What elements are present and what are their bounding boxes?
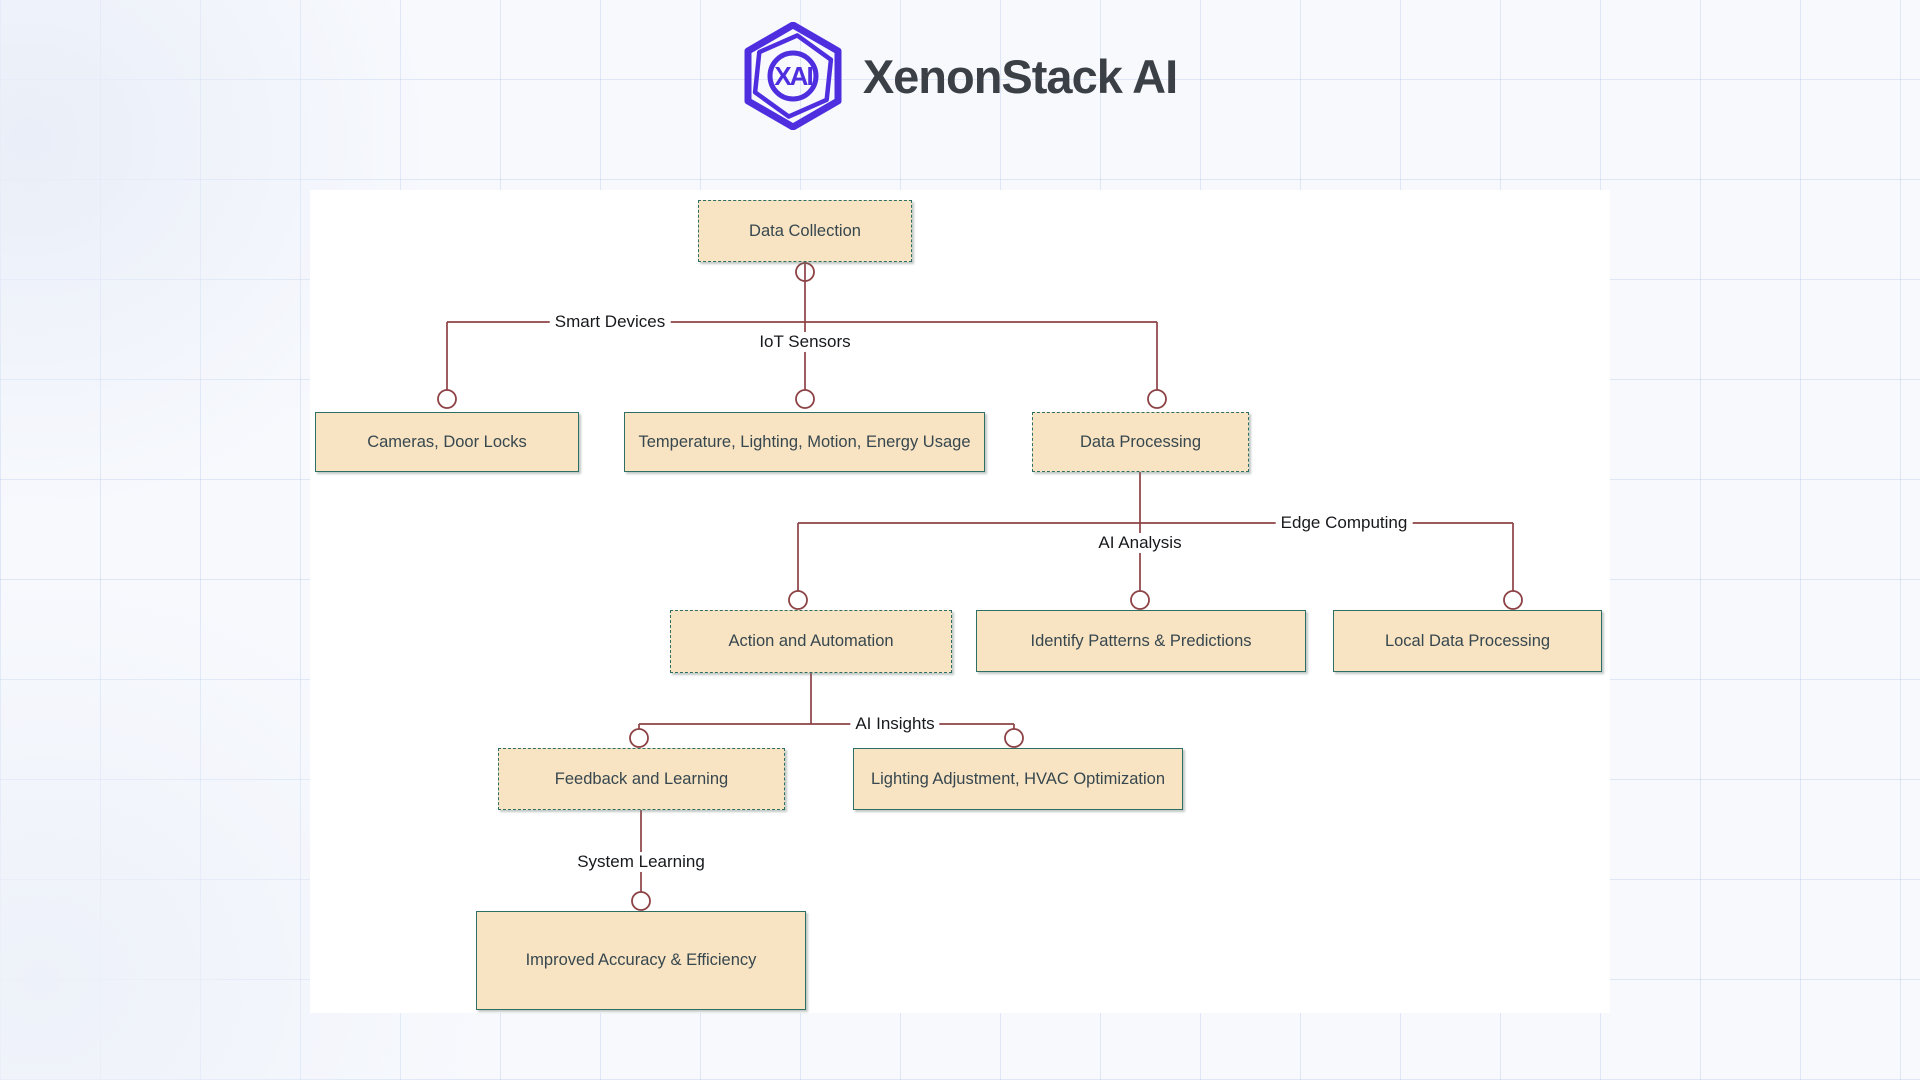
port-local xyxy=(1503,590,1523,610)
port-cameras xyxy=(437,389,457,409)
port-temperature xyxy=(795,389,815,409)
node-feedback-and-learning: Feedback and Learning xyxy=(498,748,785,810)
edge-label-iot-sensors: IoT Sensors xyxy=(754,332,856,352)
edge-label-smart-devices: Smart Devices xyxy=(549,312,671,332)
diagram-canvas: Data Collection Cameras, Door Locks Temp… xyxy=(310,190,1610,1013)
node-data-collection: Data Collection xyxy=(698,200,912,262)
brand-title: XenonStack AI xyxy=(862,49,1178,103)
xenonstack-logo-icon: XAI xyxy=(744,22,842,130)
node-data-processing: Data Processing xyxy=(1032,412,1249,472)
port-improved xyxy=(631,891,651,911)
edge-label-system-learning: System Learning xyxy=(572,852,710,872)
port-identify xyxy=(1130,590,1150,610)
node-identify-patterns-predictions: Identify Patterns & Predictions xyxy=(976,610,1306,672)
node-action-and-automation: Action and Automation xyxy=(670,610,952,673)
node-lighting-adjustment-hvac: Lighting Adjustment, HVAC Optimization xyxy=(853,748,1183,810)
node-local-data-processing: Local Data Processing xyxy=(1333,610,1602,672)
edge-label-ai-insights: AI Insights xyxy=(850,714,940,734)
port-datacollection-source xyxy=(795,262,815,282)
port-dataprocessing xyxy=(1147,389,1167,409)
port-feedback xyxy=(629,728,649,748)
edge-label-ai-analysis: AI Analysis xyxy=(1093,533,1187,553)
node-cameras-door-locks: Cameras, Door Locks xyxy=(315,412,579,472)
connector-lines xyxy=(437,262,1523,911)
edge-label-edge-computing: Edge Computing xyxy=(1275,513,1413,533)
port-action xyxy=(788,590,808,610)
node-temperature-lighting-motion-energy: Temperature, Lighting, Motion, Energy Us… xyxy=(624,412,985,472)
logo-monogram: XAI xyxy=(774,61,812,91)
header: XAI XenonStack AI xyxy=(0,22,1920,130)
node-improved-accuracy-efficiency: Improved Accuracy & Efficiency xyxy=(476,911,806,1010)
port-lighting xyxy=(1004,728,1024,748)
